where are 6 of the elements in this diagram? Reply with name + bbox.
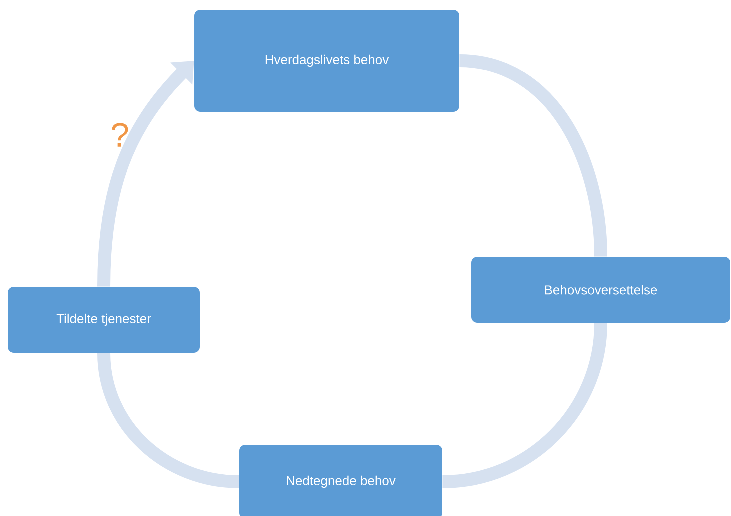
process-box: Behovsoversettelse	[472, 257, 730, 323]
question-mark: ?	[112, 123, 128, 147]
process-box: Nedtegnede behov	[240, 445, 442, 516]
process-box: Hverdagslivets behov	[194, 10, 460, 112]
cycle-arrow	[98, 61, 194, 287]
process-box: Tildelte tjenester	[8, 287, 200, 353]
